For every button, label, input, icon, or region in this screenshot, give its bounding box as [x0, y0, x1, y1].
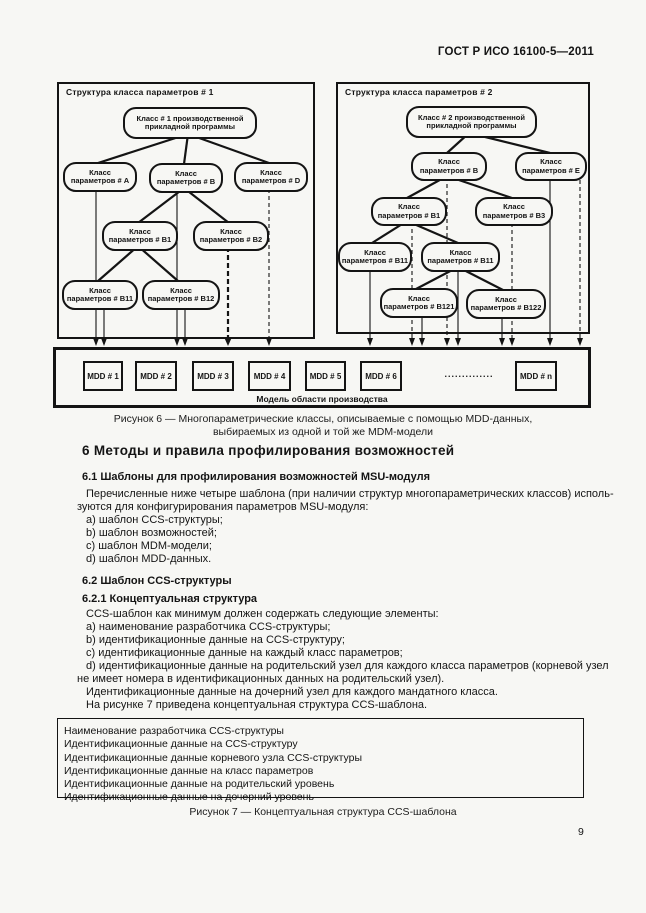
mdd-box-1: MDD # 1	[83, 361, 123, 391]
text-line: 6.2 Шаблон CCS-структуры	[82, 575, 232, 587]
text-line: d) шаблон MDD-данных.	[86, 553, 212, 565]
ccs-template-line: Наименование разработчика CCS-структуры	[64, 725, 284, 737]
text-line: Идентификационные данные на дочерний узе…	[86, 686, 498, 698]
text-line: Перечисленные ниже четыре шаблона (при н…	[86, 488, 614, 500]
text-line: c) шаблон MDM-модели;	[86, 540, 212, 552]
ccs-template-line: Идентификационные данные корневого узла …	[64, 751, 363, 764]
mdd-box-4: MDD # 4	[248, 361, 291, 391]
ccs-template-line: Идентификационные данные на CCS-структур…	[64, 738, 298, 751]
figure6-diagram: Структура класса параметров # 1 Структур…	[0, 0, 646, 440]
section-6-text: 6 Методы и правила профилирования возмож…	[77, 441, 614, 712]
text-line: На рисунке 7 приведена концептуальная ст…	[86, 699, 428, 711]
text-line: a) наименование разработчика CCS-структу…	[86, 621, 331, 633]
diagram2-frame	[336, 82, 590, 334]
ccs-template-line: Идентификационные данные на класс параме…	[64, 764, 314, 777]
mdd-box-6: MDD # 6	[360, 361, 402, 391]
text-line: b) шаблон возможностей;	[86, 527, 217, 539]
diagram1-frame	[57, 82, 315, 339]
text-line: не имеет номера в идентификационных данн…	[77, 673, 445, 685]
ccs-template-line: Идентификационные данные на дочерний уро…	[64, 791, 314, 804]
diagram1-title: Структура класса параметров # 1	[66, 87, 214, 97]
text-line: 6 Методы и правила профилирования возмож…	[82, 443, 455, 458]
text-line: 6.1 Шаблоны для профилирования возможнос…	[82, 471, 430, 483]
ccs-template-line: Идентификационные данные на родительский…	[64, 778, 335, 791]
mdd-box-2: MDD # 2	[135, 361, 177, 391]
text-line: d) идентификационные данные на родительс…	[86, 660, 609, 672]
document-header: ГОСТ Р ИСО 16100-5—2011	[437, 46, 594, 58]
text-line: CCS-шаблон как минимум должен содержать …	[86, 608, 439, 620]
mdd-box-5: MDD # 5	[305, 361, 346, 391]
text-line: зуются для конфигурирования параметров M…	[77, 501, 369, 513]
text-line: c) идентификационные данные на каждый кл…	[86, 647, 403, 659]
figure7-caption: Рисунок 7 — Концептуальная структура CCS…	[189, 806, 457, 818]
page-number: 9	[578, 826, 584, 838]
text-line: a) шаблон CCS-структуры;	[86, 514, 223, 526]
text-line: b) идентификационные данные на CCS-струк…	[86, 634, 345, 646]
text-line: 6.2.1 Концептуальная структура	[82, 593, 258, 605]
mdd-box-3: MDD # 3	[192, 361, 234, 391]
mdd-model-label: Модель области производства	[256, 394, 388, 404]
mdd-ellipsis: ..............	[444, 369, 494, 379]
figure6-caption-line2: выбираемых из одной и той же MDM-модели	[212, 426, 434, 438]
diagram2-title: Структура класса параметров # 2	[345, 87, 493, 97]
figure6-caption-line1: Рисунок 6 — Многопараметрические классы,…	[113, 413, 533, 425]
mdd-model-container: MDD # 1 MDD # 2 MDD # 3 MDD # 4 MDD # 5 …	[53, 347, 591, 408]
mdd-box-n: MDD # n	[515, 361, 557, 391]
arrowheads	[93, 337, 583, 346]
